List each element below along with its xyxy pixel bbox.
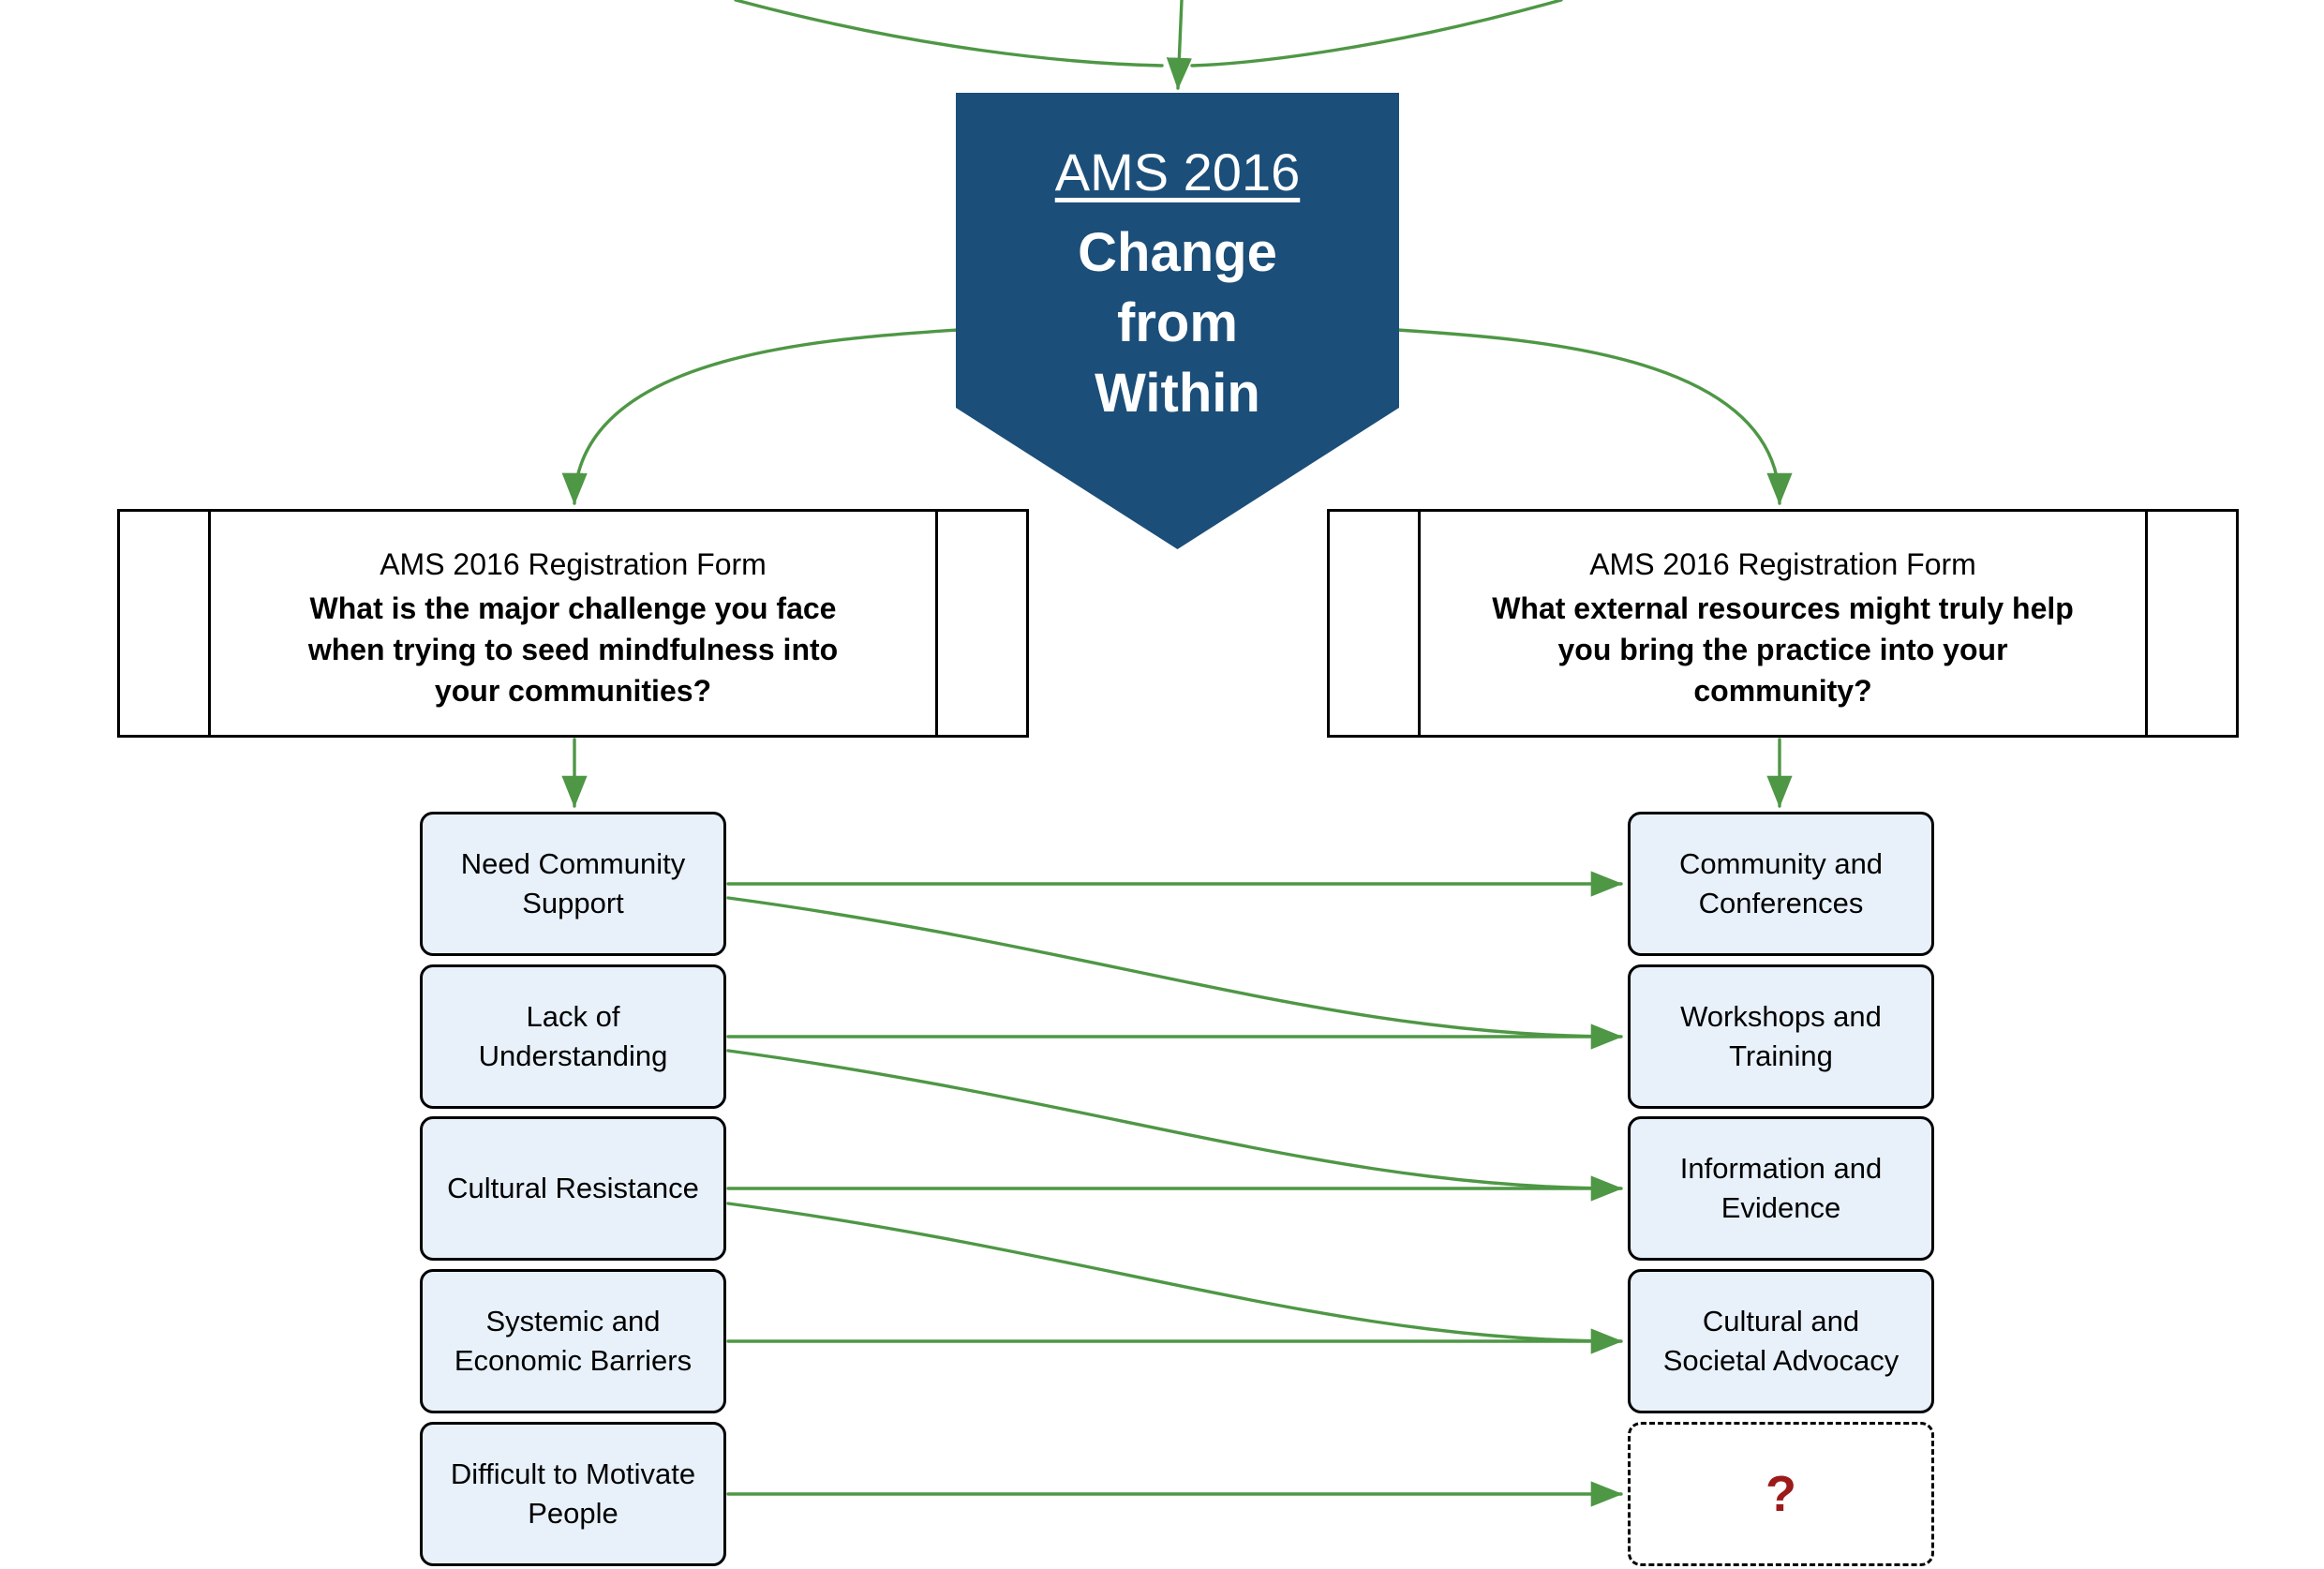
resource-label: Workshops and Training [1680, 1000, 1882, 1072]
resource-label: Community and Conferences [1678, 847, 1884, 919]
challenge-node-difficult-to-motivate: Difficult to Motivate People [420, 1422, 726, 1566]
question-mark-label: ? [1765, 1466, 1796, 1522]
resource-label: Cultural and Societal Advocacy [1662, 1305, 1899, 1377]
left-form-question: What is the major challenge you face whe… [307, 591, 839, 708]
challenge-label: Difficult to Motivate People [450, 1457, 696, 1530]
challenge-node-lack-of-understanding: Lack of Understanding [420, 964, 726, 1109]
resource-label: Information and Evidence [1679, 1152, 1883, 1224]
resource-node-information-and-evidence: Information and Evidence [1628, 1116, 1934, 1261]
edge-top-right-into-banner [1190, 0, 1563, 67]
banner-title: AMS 2016 [1054, 142, 1301, 202]
challenge-node-need-community-support: Need Community Support [420, 812, 726, 956]
challenge-label: Lack of Understanding [478, 1000, 668, 1072]
challenge-node-cultural-resistance: Cultural Resistance [420, 1116, 726, 1261]
edge-top-left-into-banner [734, 0, 1164, 67]
challenge-label: Need Community Support [460, 847, 686, 919]
resource-node-cultural-societal-advocacy: Cultural and Societal Advocacy [1628, 1269, 1934, 1413]
edge-banner-to-right-form [1395, 328, 1793, 505]
left-form-sidebar-left [208, 512, 211, 735]
resource-node-unknown: ? [1628, 1422, 1934, 1566]
edge-lack-understanding-to-information [726, 1049, 1621, 1190]
edge-need-support-to-workshops [726, 896, 1621, 1039]
resource-node-community-and-conferences: Community and Conferences [1628, 812, 1934, 956]
banner-node: AMS 2016 Change from Within [956, 93, 1399, 549]
right-form-sidebar-right [2145, 512, 2148, 735]
edge-top-mid-into-banner [1166, 0, 1192, 90]
left-form-node: AMS 2016 Registration Form What is the m… [117, 509, 1029, 738]
challenge-node-systemic-economic-barriers: Systemic and Economic Barriers [420, 1269, 726, 1413]
resource-node-workshops-and-training: Workshops and Training [1628, 964, 1934, 1109]
left-form-title: AMS 2016 Registration Form [380, 547, 767, 581]
right-form-title: AMS 2016 Registration Form [1589, 547, 1976, 581]
banner-subtitle: Change from Within [1078, 222, 1277, 424]
challenge-label: Cultural Resistance [447, 1172, 699, 1204]
challenge-label: Systemic and Economic Barriers [454, 1305, 693, 1377]
left-form-sidebar-right [935, 512, 938, 735]
edge-cultural-resistance-to-advocacy [726, 1202, 1621, 1343]
right-form-sidebar-left [1418, 512, 1421, 735]
right-form-question: What external resources might truly help… [1492, 591, 2074, 708]
right-form-node: AMS 2016 Registration Form What external… [1327, 509, 2239, 738]
edge-banner-to-left-form [561, 328, 960, 505]
